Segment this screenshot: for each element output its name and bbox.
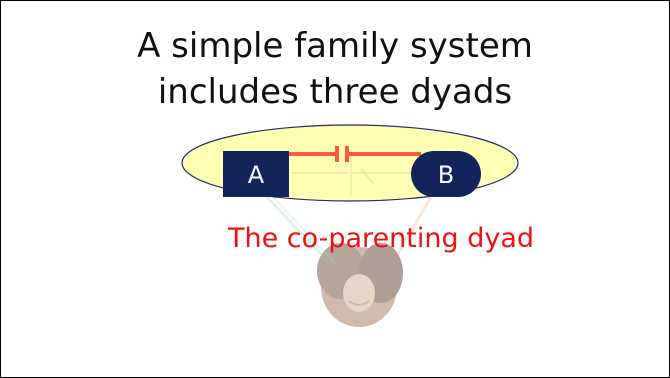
child-photo bbox=[317, 243, 403, 327]
faded-parent-child-lines bbox=[265, 195, 433, 265]
node-b: B bbox=[411, 151, 481, 197]
faint-structure-lines bbox=[291, 155, 421, 197]
node-b-label: B bbox=[438, 161, 454, 189]
node-a: A bbox=[223, 151, 289, 197]
title-line-2: includes three dyads bbox=[157, 72, 513, 112]
conflict-line bbox=[287, 146, 421, 162]
node-a-label: A bbox=[248, 161, 265, 189]
title-line-1: A simple family system bbox=[137, 26, 533, 66]
slide-title: A simple family system includes three dy… bbox=[1, 23, 669, 115]
dyad-caption: The co-parenting dyad bbox=[227, 223, 535, 254]
